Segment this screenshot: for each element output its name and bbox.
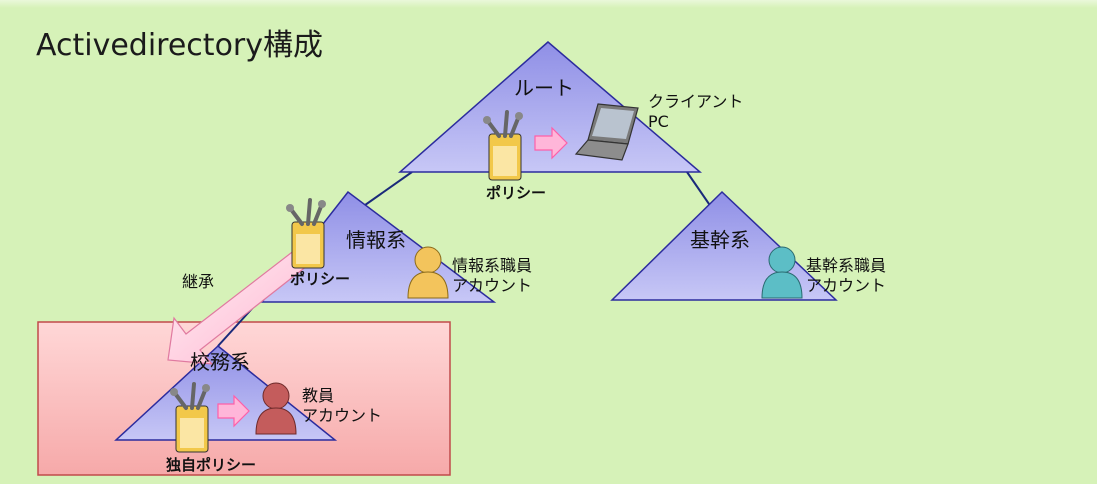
core-account-line2: アカウント xyxy=(806,276,887,295)
info-label: 情報系 xyxy=(346,228,406,252)
user-icon xyxy=(761,246,803,299)
inherit-label: 継承 xyxy=(182,272,215,291)
policy-icon xyxy=(170,382,210,453)
info-account-line2: アカウント xyxy=(452,276,533,295)
root-label: ルート xyxy=(514,76,574,100)
user-icon xyxy=(255,382,297,435)
teacher-account-line2: アカウント xyxy=(302,406,383,425)
core-account-line1: 基幹系職員 xyxy=(806,256,887,275)
laptop-icon xyxy=(574,103,639,161)
policy-icon xyxy=(483,110,523,181)
client-pc-label-line2: PC xyxy=(648,112,669,131)
core-label: 基幹系 xyxy=(690,228,750,252)
page-title: Activedirectory構成 xyxy=(36,28,324,63)
info-policy-label: ポリシー xyxy=(290,270,351,288)
inherit-arrow xyxy=(167,245,313,365)
info-account-line1: 情報系職員 xyxy=(452,256,533,275)
school-label: 校務系 xyxy=(190,350,250,374)
user-icon xyxy=(407,246,449,299)
policy-icon xyxy=(286,198,326,269)
client-pc-label-line1: クライアント xyxy=(648,92,744,111)
arrow-right-icon xyxy=(534,126,568,160)
teacher-account-line1: 教員 xyxy=(302,386,335,405)
arrow-right-icon xyxy=(217,394,250,428)
root-policy-label: ポリシー xyxy=(486,184,547,202)
school-policy-label: 独自ポリシー xyxy=(166,456,257,474)
